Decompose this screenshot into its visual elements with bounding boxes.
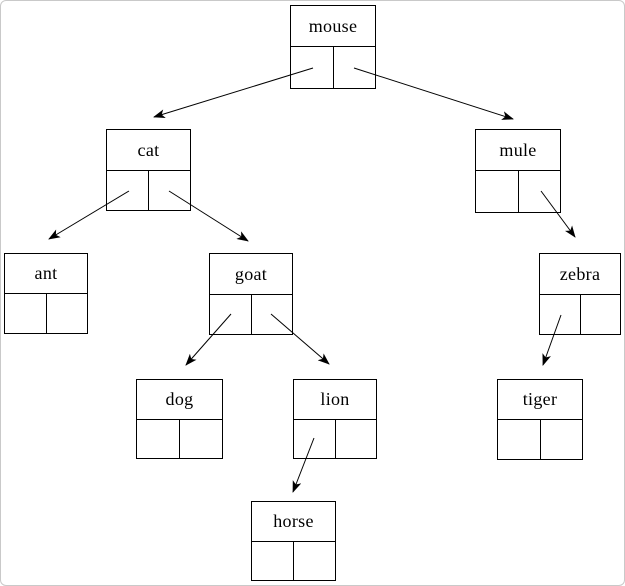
node-label-mouse: mouse [291,6,375,47]
tree-node-mouse: mouse [290,5,376,89]
left-pointer-cell-zebra [540,295,581,334]
pointer-cells-dog [137,420,222,458]
tree-node-tiger: tiger [497,379,583,460]
right-pointer-cell-lion [336,420,377,458]
right-pointer-cell-horse [294,542,335,580]
left-pointer-cell-mule [476,171,519,212]
left-pointer-cell-cat [107,171,149,210]
left-pointer-cell-dog [137,420,180,458]
pointer-cells-cat [107,171,190,210]
node-label-zebra: zebra [540,254,620,295]
tree-node-horse: horse [251,501,336,581]
node-label-mule: mule [476,130,560,171]
right-pointer-cell-zebra [581,295,621,334]
node-label-cat: cat [107,130,190,171]
pointer-cells-mouse [291,47,375,88]
pointer-cells-zebra [540,295,620,334]
arrow-mouse-right-to-mule [353,67,514,120]
pointer-cells-goat [210,295,292,334]
pointer-cells-lion [294,420,376,458]
pointer-cells-tiger [498,420,582,459]
tree-node-mule: mule [475,129,561,213]
node-label-ant: ant [5,254,87,294]
left-pointer-cell-tiger [498,420,541,459]
right-pointer-cell-tiger [541,420,583,459]
left-pointer-cell-goat [210,295,252,334]
left-pointer-cell-ant [5,294,47,333]
node-label-goat: goat [210,254,292,295]
node-label-horse: horse [252,502,335,542]
right-pointer-cell-mule [519,171,561,212]
right-pointer-cell-dog [180,420,222,458]
pointer-cells-horse [252,542,335,580]
tree-node-lion: lion [293,379,377,459]
right-pointer-cell-cat [149,171,190,210]
tree-node-ant: ant [4,253,88,334]
node-label-dog: dog [137,380,222,420]
tree-node-zebra: zebra [539,253,621,335]
node-label-tiger: tiger [498,380,582,420]
pointer-cells-mule [476,171,560,212]
left-pointer-cell-lion [294,420,336,458]
right-pointer-cell-mouse [334,47,376,88]
node-label-lion: lion [294,380,376,420]
left-pointer-cell-horse [252,542,294,580]
right-pointer-cell-goat [252,295,293,334]
right-pointer-cell-ant [47,294,88,333]
tree-node-dog: dog [136,379,223,459]
tree-node-cat: cat [106,129,191,211]
left-pointer-cell-mouse [291,47,334,88]
pointer-cells-ant [5,294,87,333]
tree-node-goat: goat [209,253,293,335]
